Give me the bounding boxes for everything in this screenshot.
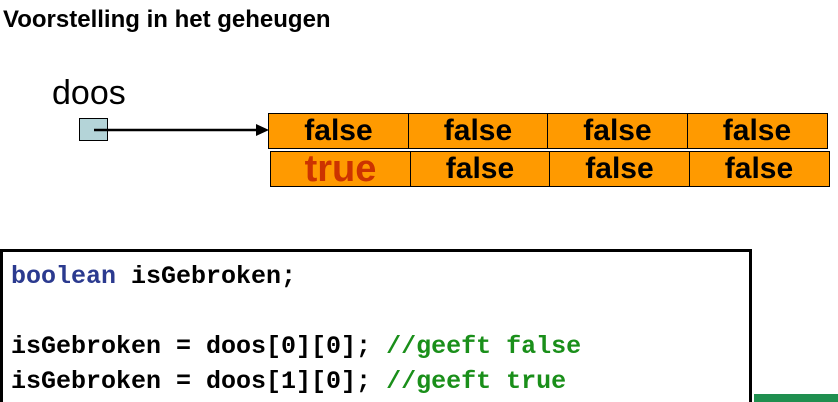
slide-heading: Voorstelling in het geheugen [3, 6, 331, 33]
code-comment: //geeft false [386, 332, 582, 361]
array-cell: false [686, 113, 828, 149]
code-line-assignment-1: isGebroken = doos[0][0]; //geeft false [11, 334, 581, 359]
array-cell: false [407, 113, 549, 149]
code-keyword: boolean [11, 262, 117, 291]
code-text: isGebroken; [116, 262, 297, 291]
array-row-0: false false false false [268, 113, 828, 149]
array-row-1: true false false false [270, 150, 830, 188]
array-cell: false [268, 113, 409, 149]
array-cell-highlighted: true [270, 150, 411, 188]
reference-arrow-icon [94, 124, 269, 136]
code-comment: //geeft true [386, 367, 567, 396]
code-line-assignment-2: isGebroken = doos[1][0]; //geeft true [11, 369, 566, 394]
code-line-declaration: boolean isGebroken; [11, 264, 296, 289]
array-cell: false [549, 151, 690, 187]
code-block: boolean isGebroken; isGebroken = doos[0]… [0, 249, 752, 402]
code-text: isGebroken = doos[0][0]; [11, 332, 387, 361]
array-cell: false [688, 151, 830, 187]
array-cell: false [547, 113, 688, 149]
array-cell: false [409, 151, 551, 187]
bottom-accent-bar [754, 394, 838, 402]
code-text: isGebroken = doos[1][0]; [11, 367, 387, 396]
variable-name-label: doos [52, 74, 126, 112]
